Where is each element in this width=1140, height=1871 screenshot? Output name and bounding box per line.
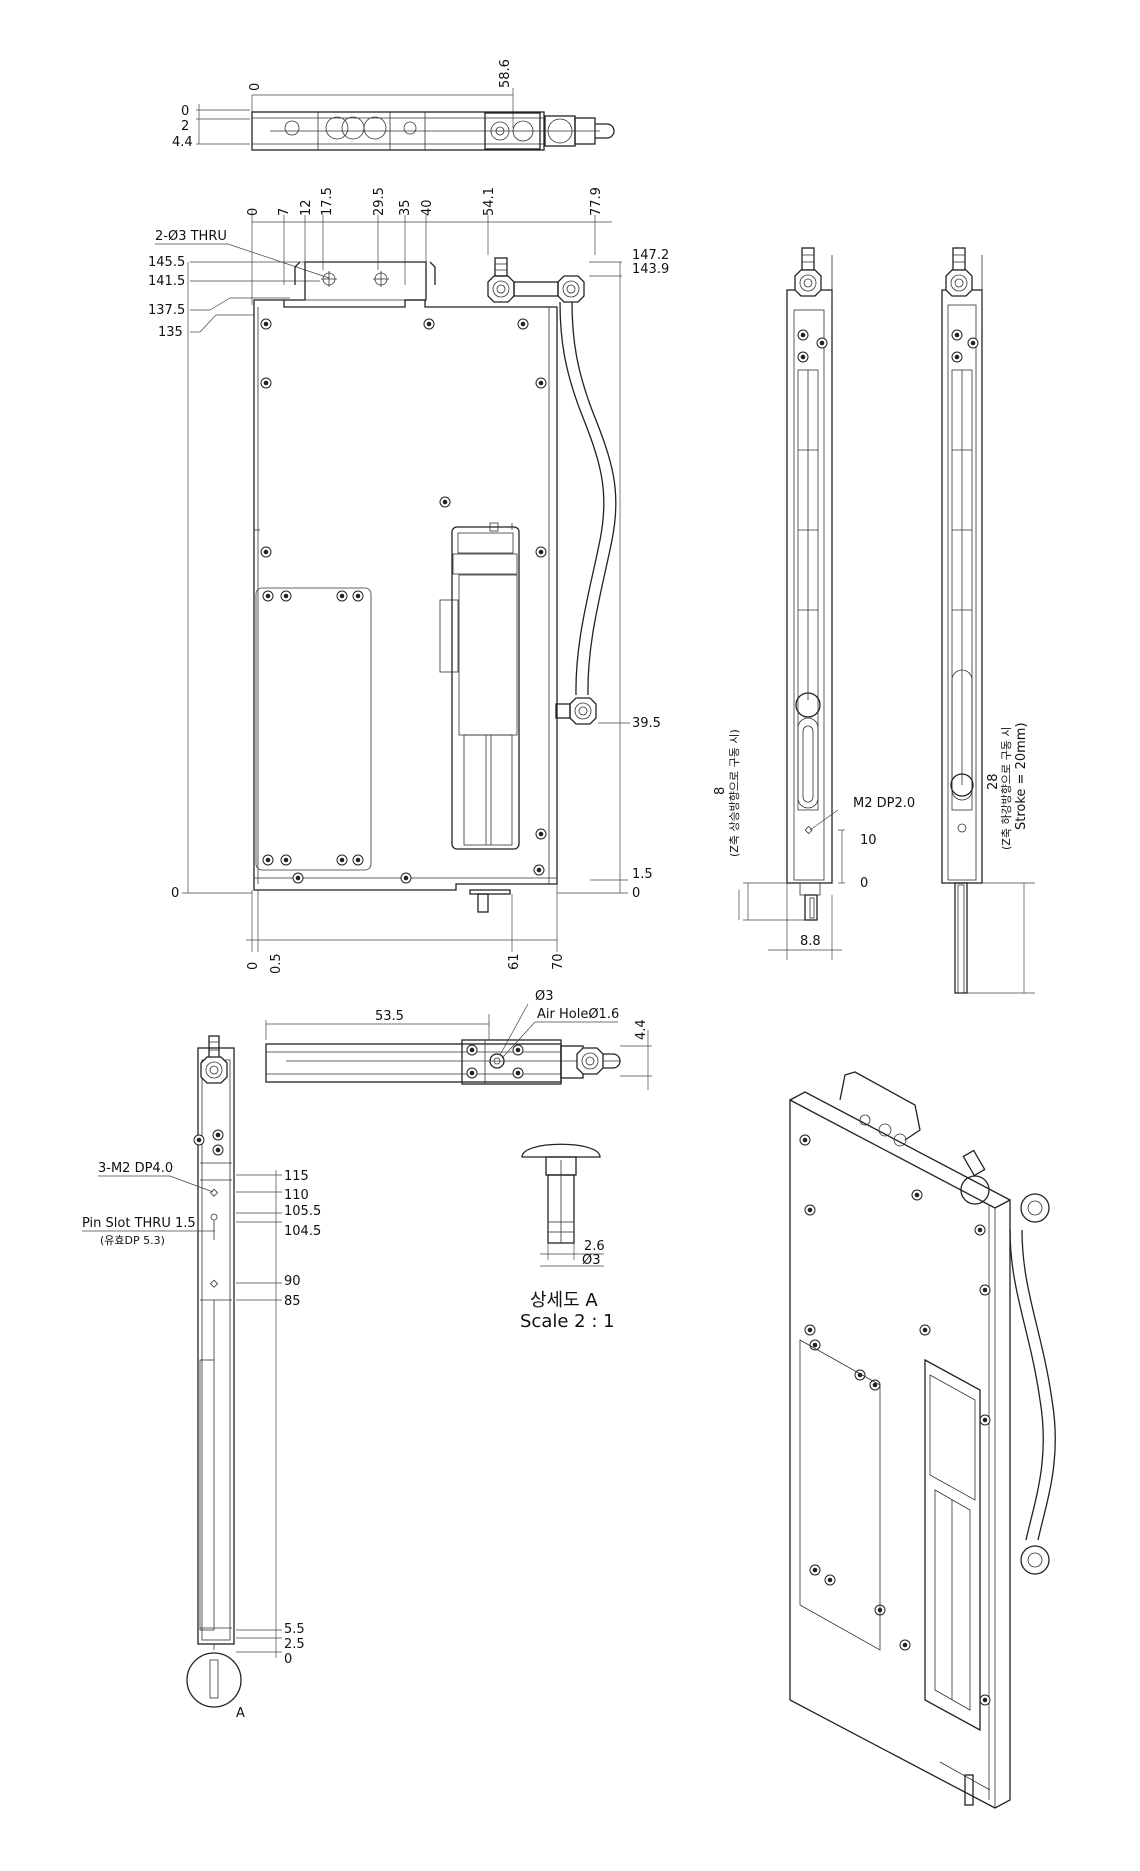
side-view-1: 8 (Z축 상승방향으로 구동 시) M2 DP2.0 10 0 8.8 [713,247,915,960]
front-top-dim-7: 7 [277,208,292,216]
side1-note-m2: M2 DP2.0 [853,796,915,811]
detail-scale: Scale 2 : 1 [520,1311,615,1332]
left-dim-85: 85 [284,1294,301,1309]
top-dim-left-4-4: 4.4 [172,135,193,150]
front-view: 0 7 12 17.5 29.5 35 40 54.1 77.9 2-Ø3 TH… [148,187,669,974]
front-top-dim-40: 40 [420,199,435,216]
detail-title: 상세도 A [530,1290,598,1311]
front-top-dim-54-1: 54.1 [482,187,497,216]
front-left-dim-141-5: 141.5 [148,274,185,289]
front-left-dim-145-5: 145.5 [148,255,185,270]
front-top-dim-35: 35 [398,199,413,216]
side2-stroke-note: (Z축 하강방향으로 구동 시 [999,726,1013,850]
side-view-2: 28 (Z축 하강방향으로 구동 시 Stroke = 20mm) [941,247,1035,994]
left-note-m2: 3-M2 DP4.0 [98,1161,173,1176]
front-top-dim-12: 12 [299,199,314,216]
front-bottom-dim-61: 61 [507,953,522,970]
front-top-dim-0: 0 [246,208,261,216]
left-dim-5-5: 5.5 [284,1622,305,1637]
front-left-dim-137-5: 137.5 [148,303,185,318]
front-top-dim-77-9: 77.9 [589,187,604,216]
left-view: A 3-M2 DP4.0 Pin Slot THRU 1.5 (유효DP 5.3… [82,1035,321,1721]
side1-dim-8-8: 8.8 [800,934,821,949]
front-right-dim-39-5: 39.5 [632,716,661,731]
left-dim-90: 90 [284,1274,301,1289]
side2-stroke-note-2: Stroke = 20mm) [1014,722,1029,830]
top-dim-0: 0 [248,83,263,91]
top2-dim-4-4: 4.4 [634,1019,649,1040]
side2-stroke-dim: 28 [986,773,1001,790]
front-left-dim-135: 135 [158,325,183,340]
front-note-thru: 2-Ø3 THRU [155,229,227,244]
left-dim-0: 0 [284,1652,292,1667]
detail-dim-phi3: Ø3 [582,1253,601,1268]
left-dim-104-5: 104.5 [284,1224,321,1239]
front-right-dim-0: 0 [632,886,640,901]
front-right-dim-1-5: 1.5 [632,867,653,882]
top2-dim-53-5: 53.5 [375,1009,404,1024]
side1-dim-10: 10 [860,833,877,848]
left-note-pin: Pin Slot THRU 1.5 [82,1216,196,1231]
top-dim-left-0: 0 [181,104,189,119]
top-dim-left-2: 2 [181,119,189,134]
detail-dim-2-6: 2.6 [584,1239,605,1254]
detail-a: 2.6 Ø3 상세도 A Scale 2 : 1 [520,1143,615,1332]
front-left-dim-0: 0 [171,886,179,901]
left-dim-110: 110 [284,1188,309,1203]
left-note-pin-2: (유효DP 5.3) [100,1234,165,1247]
left-detail-label: A [236,1706,245,1721]
top-view-2: 53.5 Ø3 Air HoleØ1.6 4.4 [265,989,652,1090]
front-right-dim-147-2: 147.2 [632,248,669,263]
front-top-dim-29-5: 29.5 [372,187,387,216]
top-dim-58-6: 58.6 [498,59,513,88]
side1-dim-0: 0 [860,876,868,891]
front-right-dim-143-9: 143.9 [632,262,669,277]
left-dim-2-5: 2.5 [284,1637,305,1652]
top2-note-air: Air HoleØ1.6 [537,1007,619,1022]
side1-stroke-dim: 8 [713,787,728,795]
front-bottom-dim-0: 0 [246,962,261,970]
top2-dim-phi3: Ø3 [535,989,554,1004]
front-top-dim-17-5: 17.5 [320,187,335,216]
top-view: 0 58.6 0 2 4.4 [172,59,615,151]
isometric-view [789,1071,1056,1809]
front-bottom-dim-0-5: 0.5 [269,953,284,974]
left-dim-105-5: 105.5 [284,1204,321,1219]
side1-stroke-note: (Z축 상승방향으로 구동 시) [728,729,741,857]
left-dim-115: 115 [284,1169,309,1184]
front-bottom-dim-70: 70 [551,953,566,970]
